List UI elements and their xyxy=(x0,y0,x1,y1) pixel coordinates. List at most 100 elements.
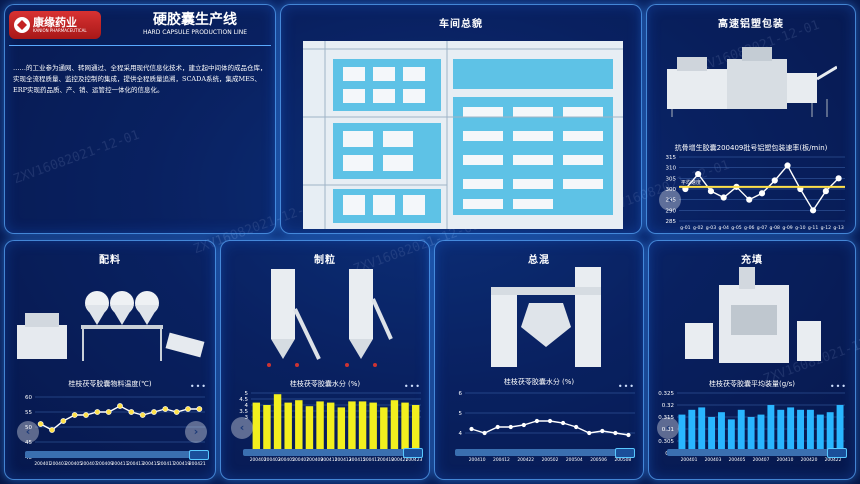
bar xyxy=(727,419,735,453)
bar xyxy=(295,400,303,453)
x-tick-label: 200401 xyxy=(34,461,51,467)
peiliao-scrollbar[interactable] xyxy=(25,450,209,460)
blister-packaging-machine-image xyxy=(667,47,837,117)
x-tick-label: g-13 xyxy=(833,225,843,231)
bar xyxy=(252,402,261,453)
peiliao-next-button[interactable]: › xyxy=(185,421,207,443)
x-tick-label: g-03 xyxy=(706,225,716,231)
data-point xyxy=(196,406,203,412)
peiliao-prev-button[interactable]: ‹ xyxy=(17,421,39,443)
y-tick-label: 0.325 xyxy=(658,391,674,397)
bar xyxy=(718,412,725,453)
bar xyxy=(816,414,824,453)
x-tick-label: 200422 xyxy=(825,457,842,463)
peiliao-scroll-thumb[interactable] xyxy=(189,450,209,460)
data-point xyxy=(587,430,592,436)
zhili-title: 制粒 xyxy=(314,255,336,266)
overview-title: 车间总貌 xyxy=(439,19,483,30)
y-tick-label: 310 xyxy=(666,166,677,172)
x-tick-label: 200403 xyxy=(50,461,67,467)
data-point xyxy=(173,409,180,415)
mixing-equipment-image xyxy=(491,267,601,367)
bar xyxy=(326,402,335,453)
bar xyxy=(708,417,716,453)
data-point xyxy=(613,430,618,436)
x-tick-label: 200412 xyxy=(493,457,510,463)
x-tick-label: 200409 xyxy=(306,457,323,463)
average-label: 平均速度 xyxy=(681,179,701,186)
data-point xyxy=(771,177,778,184)
x-tick-label: 200504 xyxy=(566,457,583,463)
bar xyxy=(348,401,356,453)
bar xyxy=(787,407,795,453)
chongtian-scroll-thumb[interactable] xyxy=(827,448,847,458)
zonghun-more-button[interactable]: ••• xyxy=(617,382,635,391)
bar xyxy=(698,407,706,453)
zhili-chart-title: 桂枝茯苓胶囊水分 (%) xyxy=(289,380,361,388)
batching-equipment-image xyxy=(17,291,205,361)
zonghun-scroll-thumb[interactable] xyxy=(615,448,635,458)
packaging-title: 高速铝塑包装 xyxy=(718,19,784,30)
y-tick-label: 5 xyxy=(459,411,463,417)
bar xyxy=(305,406,314,453)
y-tick-label: 45 xyxy=(25,440,32,446)
x-tick-label: 200405 xyxy=(729,457,746,463)
data-point xyxy=(784,162,791,169)
x-tick-label: 200413 xyxy=(335,457,352,463)
y-tick-label: 40 xyxy=(25,455,32,461)
bar xyxy=(826,412,834,453)
y-tick-label: 50 xyxy=(25,425,32,431)
y-tick-label: 4 xyxy=(459,431,463,437)
peiliao-title: 配料 xyxy=(99,255,121,266)
zhili-scrollbar[interactable] xyxy=(243,448,423,458)
bar xyxy=(358,401,367,453)
x-tick-label: g-02 xyxy=(693,225,703,231)
data-point xyxy=(547,418,553,424)
data-point xyxy=(822,188,829,195)
chongtian-scrollbar[interactable] xyxy=(667,448,847,458)
chongtian-prev-button[interactable]: ‹ xyxy=(657,417,679,439)
data-point xyxy=(49,427,55,433)
logo-text: 康缘药业 xyxy=(33,16,77,29)
data-point xyxy=(758,190,766,197)
series-line xyxy=(684,164,840,212)
x-tick-label: 200420 xyxy=(801,457,818,463)
data-point xyxy=(117,403,123,409)
data-point xyxy=(60,418,67,424)
data-point xyxy=(695,170,702,178)
y-tick-label: 5 xyxy=(245,391,249,397)
data-point xyxy=(707,188,715,195)
peiliao-more-button[interactable]: ••• xyxy=(189,382,207,391)
bar xyxy=(401,402,409,453)
x-tick-label: 200413 xyxy=(127,461,144,467)
bar xyxy=(777,409,785,453)
y-tick-label: 6 xyxy=(459,391,463,397)
zonghun-panel: 总混 桂枝茯苓胶囊水分 (%) ••• 65432004102004122004… xyxy=(434,240,644,480)
x-tick-label: 200506 xyxy=(590,457,607,463)
zonghun-scrollbar[interactable] xyxy=(455,448,635,458)
logo: 康缘药业 KANION PHARMACEUTICAL xyxy=(9,11,101,39)
data-point xyxy=(185,406,191,412)
zhili-scroll-thumb[interactable] xyxy=(403,448,423,458)
x-tick-label: 200410 xyxy=(777,457,794,463)
x-tick-label: 200407 xyxy=(81,461,98,467)
peiliao-chart-title: 桂枝茯苓胶囊物料温度(℃) xyxy=(68,380,152,388)
y-tick-label: 315 xyxy=(666,155,677,161)
bar xyxy=(757,414,765,453)
data-point xyxy=(482,430,487,436)
data-point xyxy=(151,409,157,415)
bar xyxy=(678,414,686,453)
packaging-prev-button[interactable]: ‹ xyxy=(659,189,681,211)
overview-panel: 车间总貌 xyxy=(280,4,642,234)
zhili-more-button[interactable]: ••• xyxy=(403,382,421,391)
x-tick-label: 200410 xyxy=(469,457,486,463)
x-tick-label: g-10 xyxy=(795,225,805,231)
zhili-prev-button[interactable]: ‹ xyxy=(231,417,253,439)
x-tick-label: 200502 xyxy=(542,457,559,463)
chongtian-more-button[interactable]: ••• xyxy=(829,382,847,391)
